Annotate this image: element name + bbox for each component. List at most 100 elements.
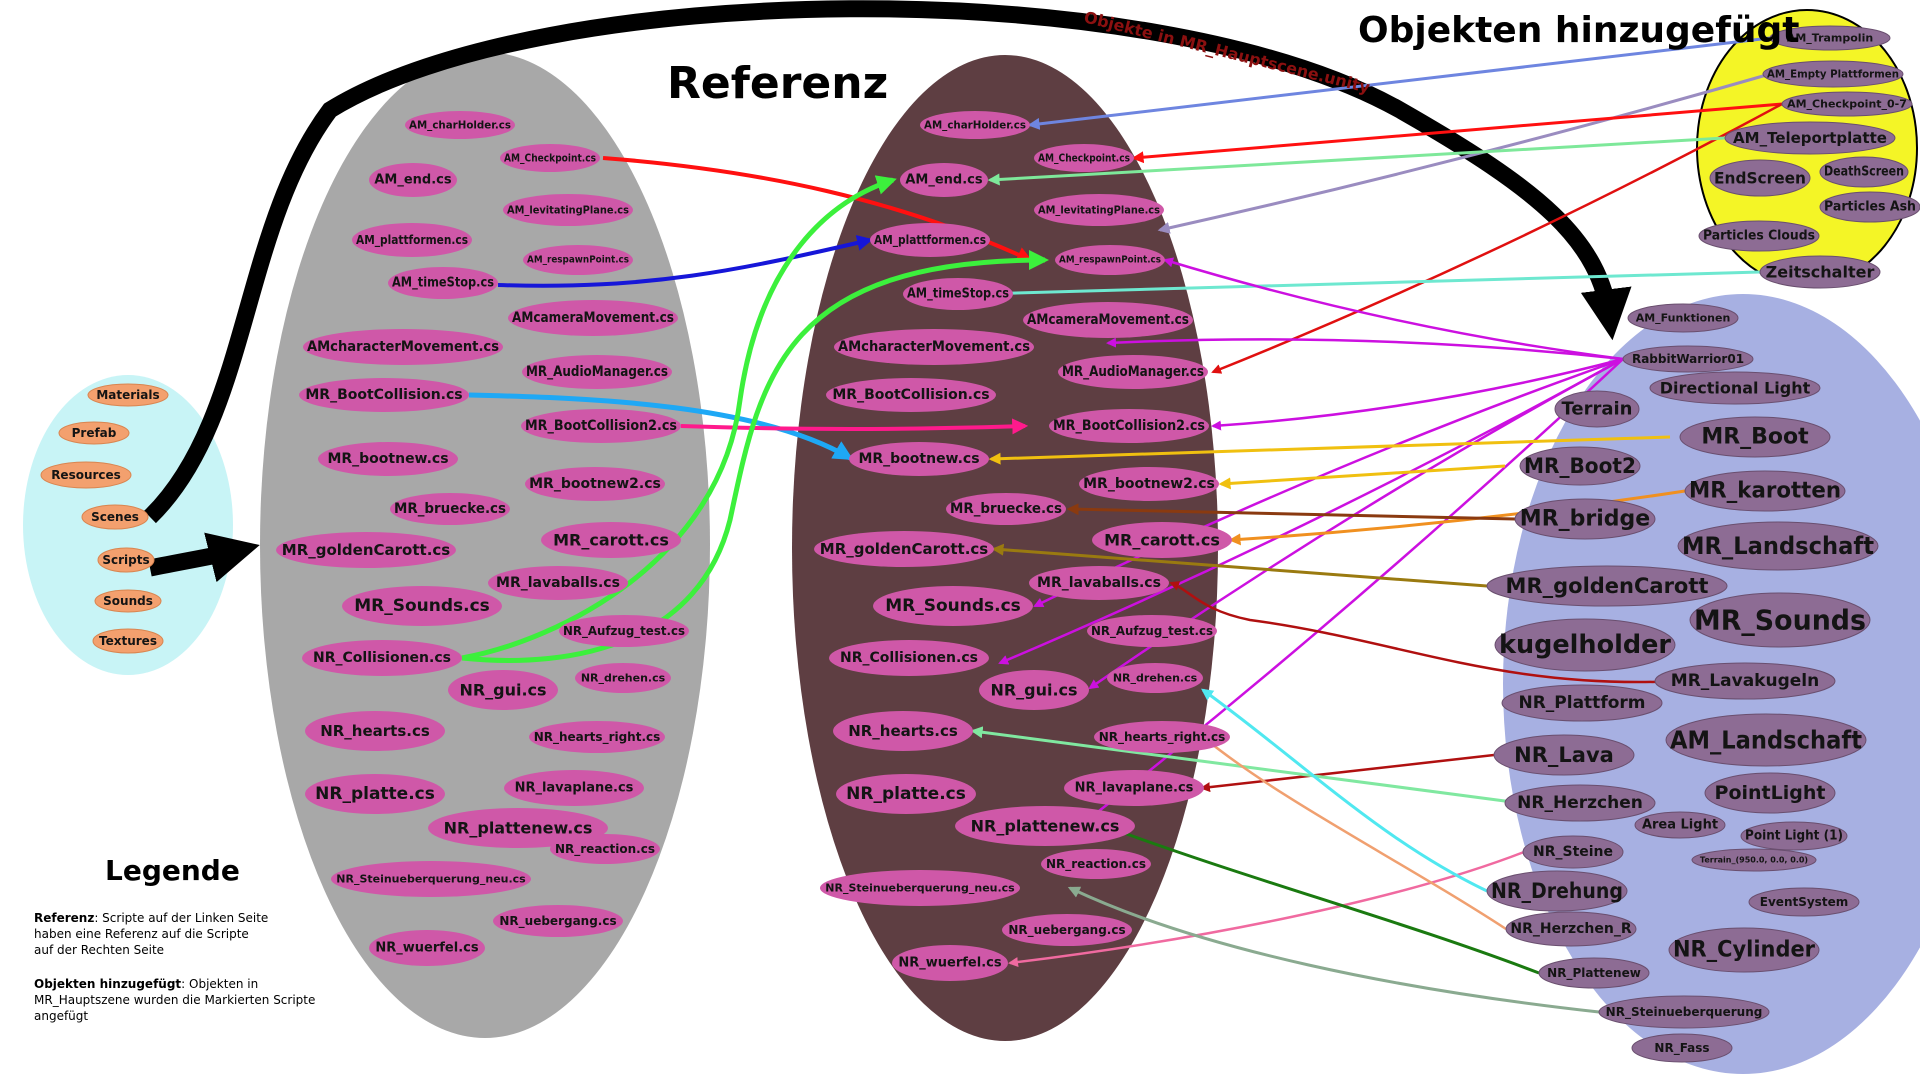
mid-script-bubble xyxy=(836,774,976,814)
right-object-bubble xyxy=(1505,911,1637,947)
mid-script-label: AMcharacterMovement.cs xyxy=(838,339,1030,355)
left-script-label: MR_lavaballs.cs xyxy=(496,575,620,591)
edge-timestop-plattformen xyxy=(497,235,874,288)
right-object-nr-lava: NR_Lava xyxy=(1493,734,1635,776)
mid-script-label: NR_hearts_right.cs xyxy=(1099,730,1226,745)
right-object-label: MR_karotten xyxy=(1689,479,1841,504)
left-script-bubble xyxy=(303,329,503,365)
right-object-am-funktionen: AM_Funktionen xyxy=(1627,303,1739,333)
mid-script-mr-bruecke-cs: MR_bruecke.cs xyxy=(946,493,1066,525)
mid-script-bubble xyxy=(1079,467,1219,501)
mid-script-bubble xyxy=(1092,522,1232,558)
legend-objekten-text: : Objekten in xyxy=(181,977,258,991)
mid-script-label: AM_respawnPoint.cs xyxy=(1059,255,1161,266)
folder-prefab: Prefab xyxy=(58,421,130,445)
left-script-bubble xyxy=(525,467,665,501)
mid-script-label: AM_plattformen.cs xyxy=(874,233,986,248)
legend-referenz-line3: auf der Rechten Seite xyxy=(34,943,164,957)
left-script-amcharactermovement-cs: AMcharacterMovement.cs xyxy=(303,329,503,365)
mid-script-mr-bootcollision-cs: MR_BootCollision.cs xyxy=(826,378,996,412)
folder-label: Sounds xyxy=(103,594,153,608)
diagram-nodes: MaterialsPrefabResourcesScenesScriptsSou… xyxy=(40,25,1920,1063)
mid-script-label: NR_wuerfel.cs xyxy=(898,956,1001,971)
left-script-mr-bootnew-cs: MR_bootnew.cs xyxy=(318,442,458,476)
top-object-bubble xyxy=(1819,156,1909,188)
right-object-bubble xyxy=(1704,772,1836,814)
right-object-bubble xyxy=(1493,734,1635,776)
legend-heading: Legende xyxy=(105,854,240,887)
edge-plattenew xyxy=(1102,823,1540,975)
left-script-mr-bootcollision2-cs: MR_BootCollision2.cs xyxy=(521,409,681,443)
mid-script-bubble xyxy=(814,531,994,567)
left-script-nr-hearts-cs: NR_hearts.cs xyxy=(305,711,445,751)
mid-script-bubble xyxy=(870,223,990,257)
left-script-mr-bootcollision-cs: MR_BootCollision.cs xyxy=(299,378,469,412)
left-script-bubble xyxy=(305,711,445,751)
left-script-label: MR_bootnew.cs xyxy=(327,451,448,467)
left-script-nr-aufzug-test-cs: NR_Aufzug_test.cs xyxy=(559,615,689,647)
top-object-bubble xyxy=(1819,191,1920,223)
left-script-bubble xyxy=(299,378,469,412)
left-script-am-end-cs: AM_end.cs xyxy=(369,163,457,197)
top-object-bubble xyxy=(1759,255,1881,289)
left-script-bubble xyxy=(276,532,456,568)
left-script-label: NR_plattenew.cs xyxy=(444,819,593,838)
folder-label: Textures xyxy=(99,634,157,648)
mid-script-label: MR_bootnew.cs xyxy=(858,451,979,467)
left-script-mr-goldencarott-cs: MR_goldenCarott.cs xyxy=(276,532,456,568)
mid-script-label: MR_Sounds.cs xyxy=(885,596,1021,616)
edge-collisionen-end xyxy=(461,175,897,661)
right-object-bubble xyxy=(1634,811,1726,839)
mid-script-bubble xyxy=(955,806,1135,846)
left-script-label: AM_end.cs xyxy=(374,173,452,188)
edge-teleport-end xyxy=(987,136,1726,186)
mid-script-label: NR_hearts.cs xyxy=(848,722,958,740)
left-script-label: AM_respawnPoint.cs xyxy=(527,255,629,266)
top-object-bubble xyxy=(1781,91,1913,117)
right-object-am-landschaft: AM_Landschaft xyxy=(1665,713,1867,767)
mid-script-label: NR_Steinueberquerung_neu.cs xyxy=(825,882,1015,895)
mid-script-bubble xyxy=(1041,849,1151,879)
folder-resources: Resources xyxy=(40,461,132,489)
left-script-bubble xyxy=(559,615,689,647)
right-object-bubble xyxy=(1486,870,1628,912)
mid-script-bubble xyxy=(826,378,996,412)
legend-referenz-text: : Scripte auf der Linken Seite xyxy=(94,911,268,925)
folder-label: Materials xyxy=(96,388,159,402)
top-object-endscreen: EndScreen xyxy=(1709,159,1811,197)
mid-script-nr-gui-cs: NR_gui.cs xyxy=(979,670,1089,710)
right-object-bubble xyxy=(1691,848,1817,872)
right-object-label: MR_Boot2 xyxy=(1524,454,1636,478)
top-object-label: EndScreen xyxy=(1714,169,1806,188)
mid-script-label: AM_charHolder.cs xyxy=(924,119,1026,132)
top-object-label: AM_Checkpoint_0-7 xyxy=(1787,98,1907,111)
left-script-label: MR_BootCollision.cs xyxy=(305,387,462,403)
top-object-am-teleportplatte: AM_Teleportplatte xyxy=(1724,121,1896,155)
mid-script-am-levitatingplane-cs: AM_levitatingPlane.cs xyxy=(1034,194,1164,226)
objekten-title: Objekten hinzugefügt xyxy=(1358,10,1800,51)
edge-rabbitwarrior-0 xyxy=(1163,257,1624,361)
mid-script-bubble xyxy=(1107,663,1203,693)
left-script-bubble xyxy=(305,774,445,814)
right-object-label: NR_Cylinder xyxy=(1673,938,1815,963)
legend-referenz-label: Referenz xyxy=(34,911,94,925)
left-script-nr-steinueberquerung-neu-cs: NR_Steinueberquerung_neu.cs xyxy=(331,861,531,897)
left-script-label: AM_plattformen.cs xyxy=(356,233,468,248)
right-object-nr-steinueberquerung: NR_Steinueberquerung xyxy=(1598,995,1770,1029)
right-object-label: MR_bridge xyxy=(1520,507,1650,532)
right-object-bubble xyxy=(1668,927,1820,973)
top-object-am-checkpoint-0-7: AM_Checkpoint_0-7 xyxy=(1781,91,1913,117)
top-object-particles-ash: Particles Ash xyxy=(1819,191,1920,223)
mid-script-bubble xyxy=(892,945,1008,981)
left-script-bubble xyxy=(493,905,623,937)
mid-script-nr-aufzug-test-cs: NR_Aufzug_test.cs xyxy=(1087,615,1217,647)
mid-script-label: AM_levitatingPlane.cs xyxy=(1038,204,1160,217)
top-object-label: Particles Clouds xyxy=(1703,229,1815,244)
mid-script-bubble xyxy=(829,640,989,676)
mid-script-label: NR_Collisionen.cs xyxy=(840,650,978,666)
mid-script-label: NR_lavaplane.cs xyxy=(1075,781,1194,796)
right-object-label: Terrain_(950.0, 0.0, 0.0) xyxy=(1700,856,1808,865)
mid-script-label: AM_timeStop.cs xyxy=(907,287,1009,302)
top-object-label: AM_Empty Plattformen xyxy=(1767,68,1899,81)
right-object-label: NR_Steine xyxy=(1533,844,1613,860)
